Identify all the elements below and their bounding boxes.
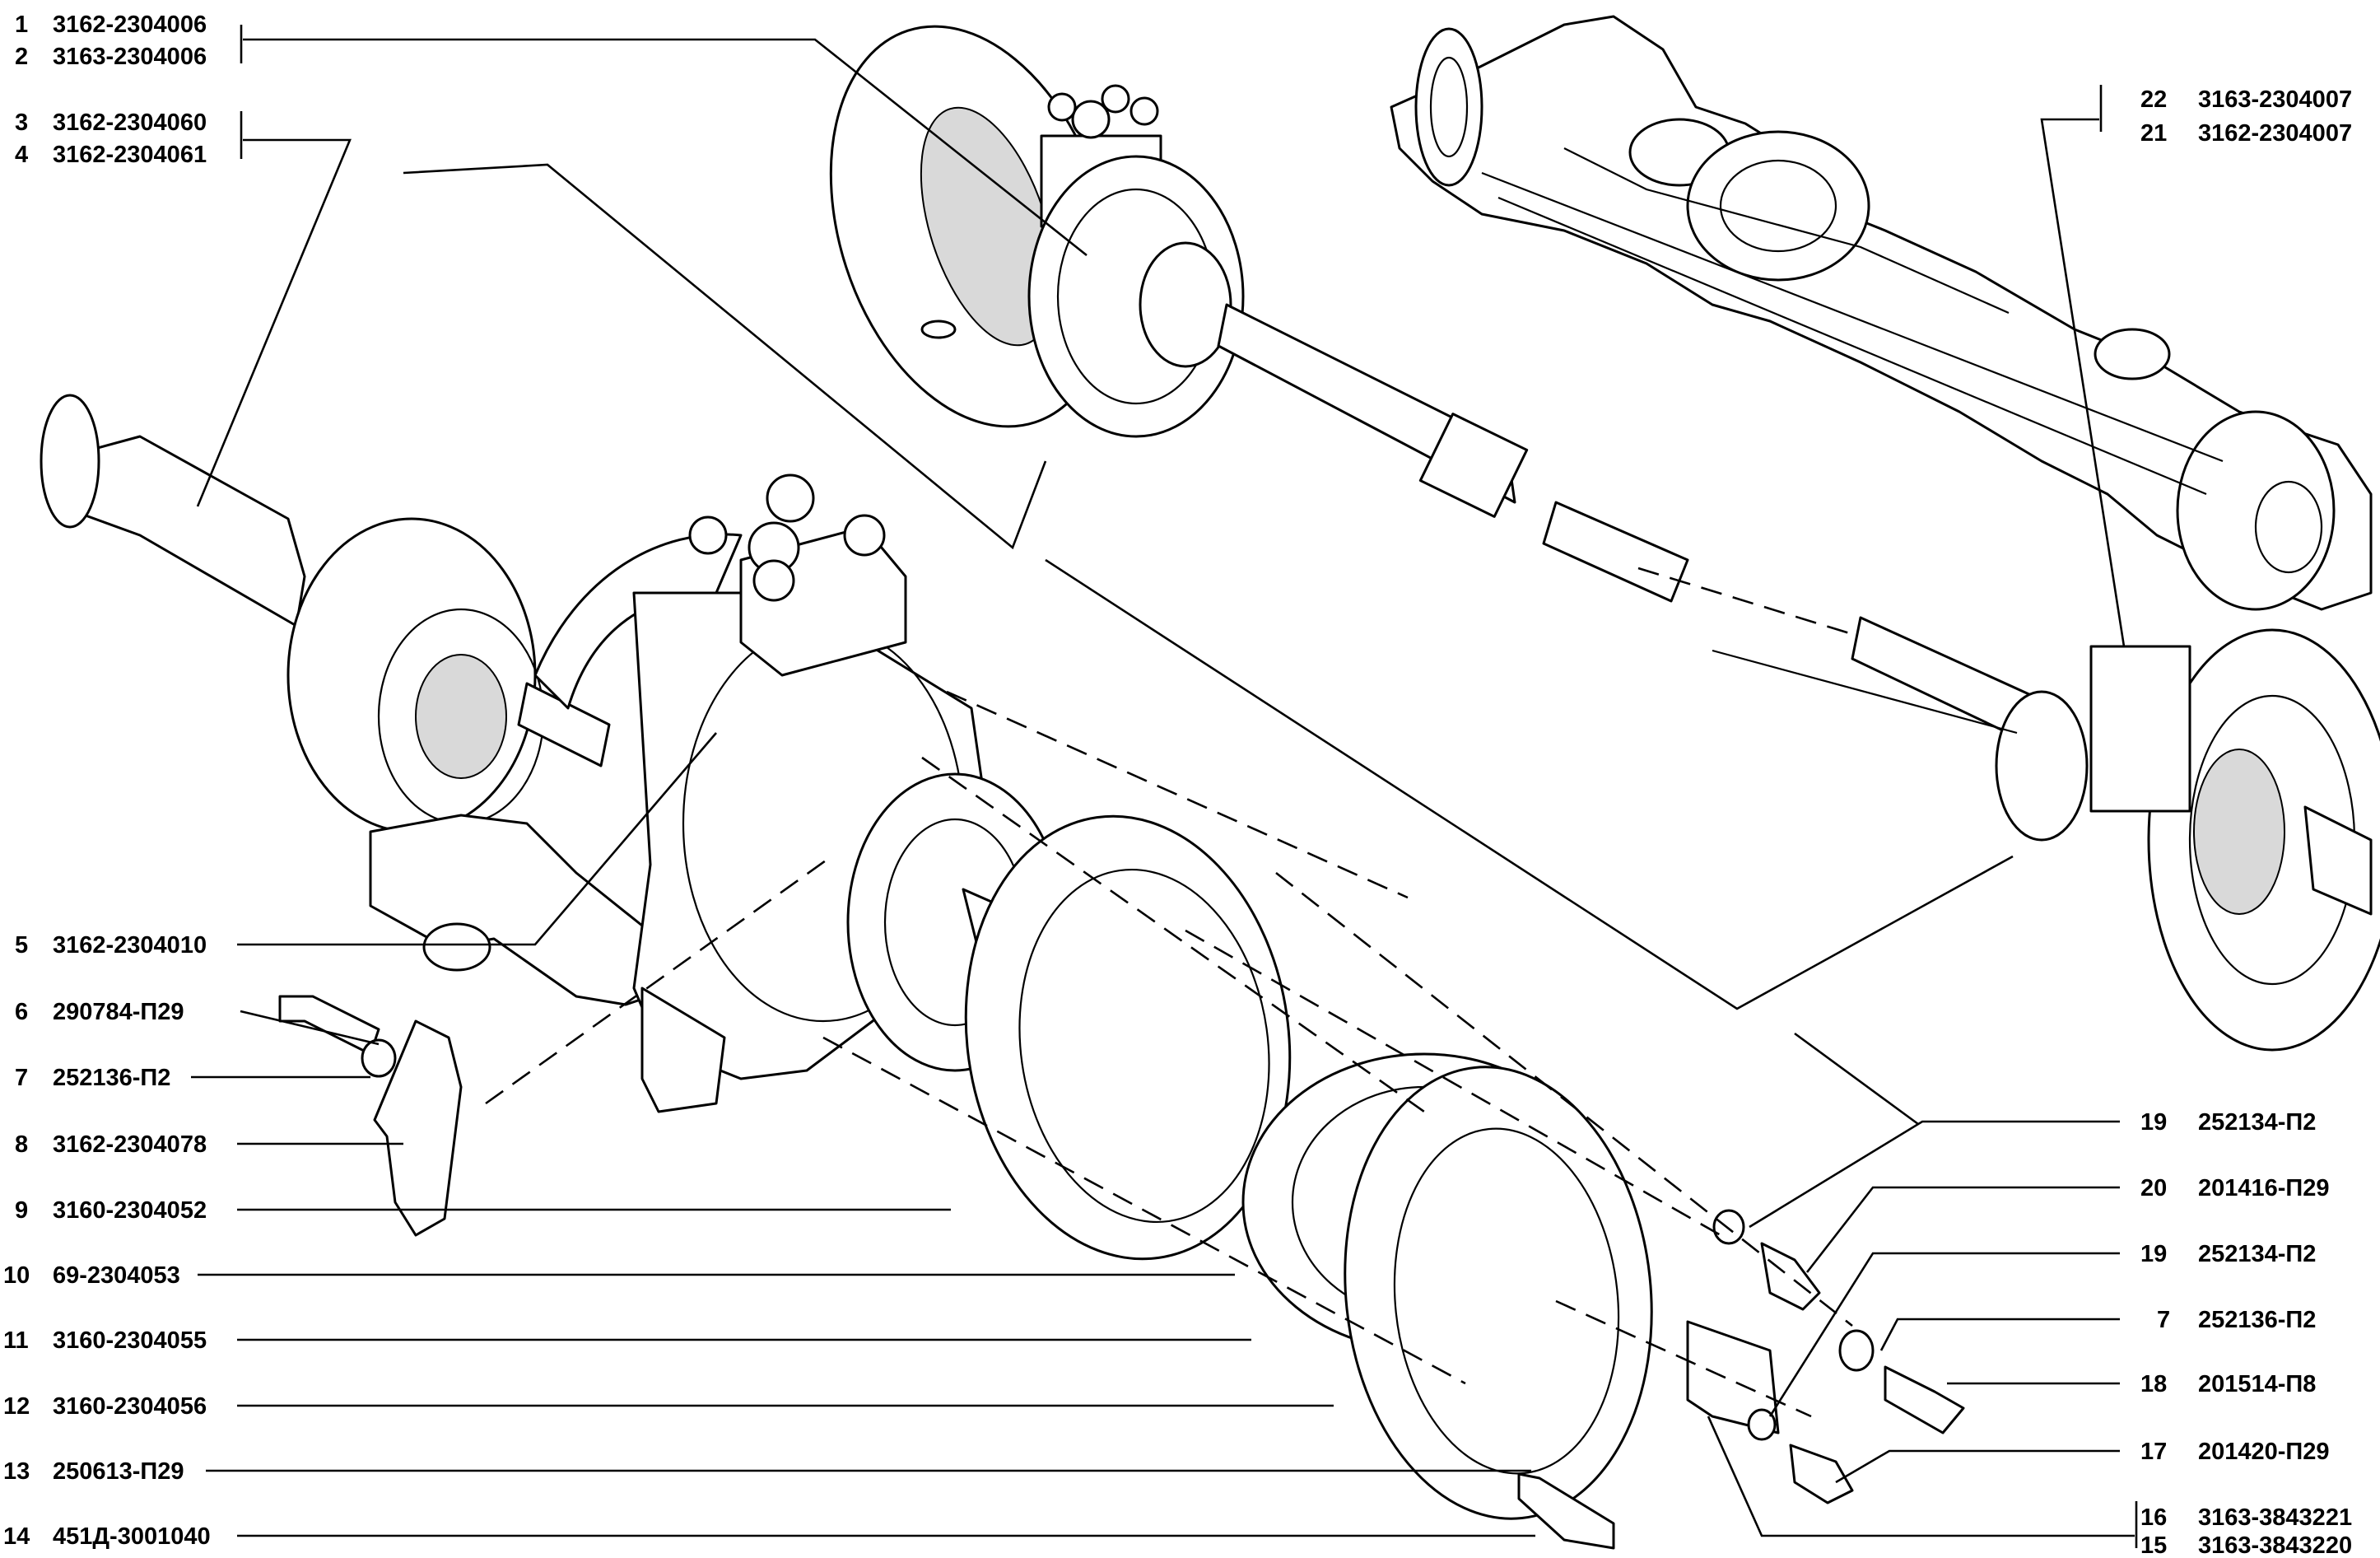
alignment-dashed-lines	[485, 567, 1853, 1418]
label-code: 3163-3843220	[2198, 1532, 2352, 1558]
label-code: 3160-2304056	[53, 1393, 207, 1420]
label-num: 5	[15, 932, 28, 959]
label-num: 22	[2140, 86, 2167, 113]
label-num: 21	[2140, 120, 2167, 147]
label-code: 69-2304053	[53, 1262, 180, 1289]
label-code: 3160-2304052	[53, 1197, 207, 1224]
assembled-axle-drawing	[1390, 15, 2373, 611]
gaskets-and-rings-drawing	[964, 814, 1653, 1520]
label-code: 3162-2304010	[53, 932, 207, 959]
label-code: 3163-3843221	[2198, 1504, 2352, 1531]
label-code: 201420-П29	[2198, 1439, 2330, 1465]
loose-shaft-pieces-drawing	[1542, 501, 2043, 743]
label-code: 252136-П2	[2198, 1307, 2316, 1333]
label-code: 250613-П29	[53, 1458, 184, 1485]
label-num: 3	[15, 110, 28, 136]
label-num: 7	[15, 1065, 28, 1091]
label-code: 3162-2304060	[53, 110, 207, 136]
label-code: 201514-П8	[2198, 1371, 2316, 1397]
label-num: 6	[15, 999, 28, 1025]
label-code: 3162-2304078	[53, 1131, 207, 1158]
label-num: 10	[3, 1262, 30, 1289]
label-code: 252134-П2	[2198, 1241, 2316, 1267]
label-code: 252136-П2	[53, 1065, 170, 1091]
label-num: 12	[3, 1393, 30, 1420]
label-code: 3162-2304007	[2198, 120, 2352, 147]
label-num: 19	[2140, 1241, 2167, 1267]
label-num: 8	[15, 1131, 28, 1158]
label-num: 20	[2140, 1175, 2167, 1201]
label-num: 14	[3, 1523, 30, 1550]
label-code: 3163-2304006	[53, 44, 207, 70]
label-num: 16	[2140, 1504, 2167, 1531]
right-labels: 22 3163-2304007 21 3162-2304007 19 25213…	[2140, 86, 2352, 1558]
right-hub-drawing	[1712, 628, 2380, 1052]
label-num: 17	[2140, 1439, 2167, 1465]
label-code: 201416-П29	[2198, 1175, 2330, 1201]
label-num: 18	[2140, 1371, 2167, 1397]
label-code: 3162-2304061	[53, 142, 207, 168]
label-num: 11	[3, 1327, 29, 1354]
label-code: 290784-П29	[53, 999, 184, 1025]
fasteners-drawing	[278, 995, 1965, 1550]
label-num: 19	[2140, 1109, 2167, 1136]
label-num: 1	[15, 12, 28, 38]
guide-lines	[403, 163, 2014, 1126]
label-num: 2	[15, 44, 28, 70]
leader-lines	[191, 25, 2138, 1548]
label-code: 451Д-3001040	[53, 1523, 211, 1550]
label-num: 7	[2157, 1307, 2170, 1333]
label-num: 15	[2140, 1532, 2167, 1558]
upper-hub-and-shaft-drawing	[829, 25, 1529, 518]
label-code: 3162-2304006	[53, 12, 207, 38]
label-num: 9	[15, 1197, 28, 1224]
left-labels: 1 3162-2304006 2 3163-2304006 3 3162-230…	[3, 12, 211, 1550]
label-code: 3160-2304055	[53, 1327, 207, 1354]
label-num: 4	[15, 142, 28, 168]
label-num: 13	[3, 1458, 30, 1485]
label-code: 3163-2304007	[2198, 86, 2352, 113]
label-code: 252134-П2	[2198, 1109, 2316, 1136]
